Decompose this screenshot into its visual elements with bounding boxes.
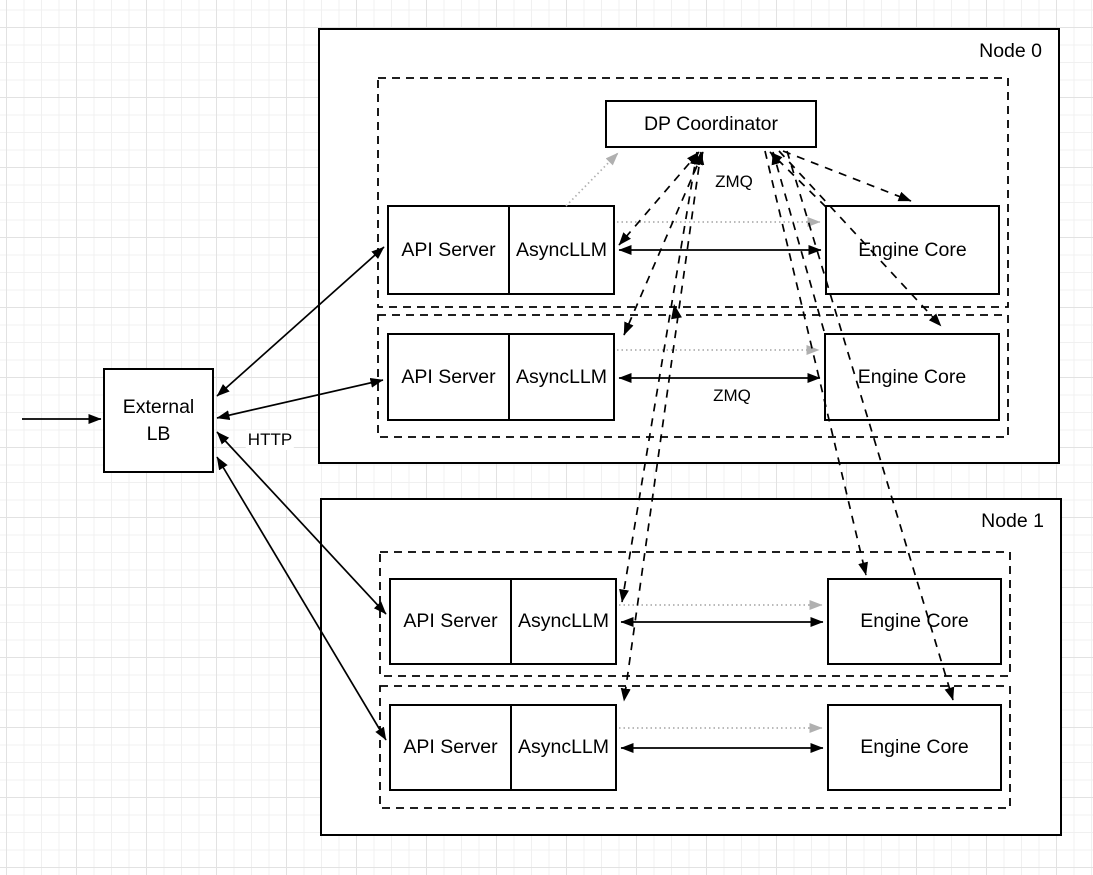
asyncllm-label: AsyncLLM (515, 238, 608, 261)
http-label: HTTP (245, 430, 295, 450)
api-server-label: API Server (389, 335, 510, 419)
external-lb-label: External LB (122, 395, 195, 445)
zmq-coordinator-label: ZMQ (713, 172, 755, 192)
api-server-label: API Server (391, 580, 512, 663)
dp-coordinator-label: DP Coordinator (643, 112, 779, 135)
api-asyncllm-box-node0-rank1: API Server AsyncLLM (387, 333, 615, 421)
engine-core-box-node0-rank0: Engine Core (825, 205, 1000, 295)
api-server-label: API Server (391, 706, 512, 789)
api-server-label: API Server (389, 207, 510, 293)
zmq-engine-label: ZMQ (711, 386, 753, 406)
engine-core-box-node1-rank1: Engine Core (827, 704, 1002, 791)
node1-label: Node 1 (981, 510, 1044, 532)
asyncllm-label: AsyncLLM (517, 610, 610, 632)
engine-core-label: Engine Core (860, 736, 969, 758)
api-asyncllm-box-node1-rank0: API Server AsyncLLM (389, 578, 617, 665)
dp-coordinator-box: DP Coordinator (605, 100, 817, 148)
api-asyncllm-box-node0-rank0: API Server AsyncLLM (387, 205, 615, 295)
node0-label: Node 0 (979, 40, 1042, 62)
engine-core-label: Engine Core (857, 365, 967, 388)
engine-core-box-node0-rank1: Engine Core (824, 333, 1000, 421)
engine-core-label: Engine Core (860, 610, 969, 632)
engine-core-label: Engine Core (858, 238, 967, 261)
external-lb-box: External LB (103, 368, 214, 473)
asyncllm-label: AsyncLLM (517, 736, 610, 758)
asyncllm-label: AsyncLLM (515, 365, 608, 388)
engine-core-box-node1-rank0: Engine Core (827, 578, 1002, 665)
api-asyncllm-box-node1-rank1: API Server AsyncLLM (389, 704, 617, 791)
